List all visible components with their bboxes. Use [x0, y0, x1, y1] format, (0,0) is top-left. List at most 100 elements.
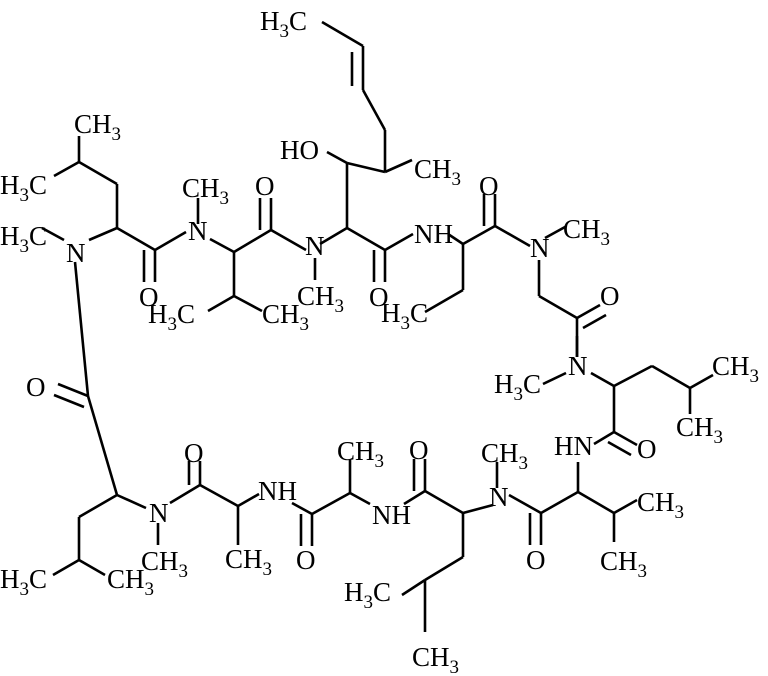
label-n-mebmt: N	[305, 231, 325, 261]
label-ch3-ala2: CH3	[337, 436, 384, 472]
svg-text:N: N	[530, 233, 550, 263]
label-h3c-abu: H3C	[381, 298, 428, 334]
label-nh-ala1: NH	[258, 476, 297, 506]
atom-ch: CH	[337, 436, 375, 466]
svg-text:CH3: CH3	[262, 299, 309, 335]
atom-ch: CH	[297, 281, 335, 311]
label-o-val: O	[526, 545, 546, 575]
label-ch3-val-a: CH3	[637, 487, 684, 523]
svg-text:NH: NH	[372, 500, 411, 530]
svg-text:O: O	[600, 281, 620, 311]
atom-sub: 3	[364, 592, 374, 613]
atom-h: H	[344, 577, 364, 607]
svg-text:O: O	[409, 435, 429, 465]
atom-sub: 3	[519, 453, 529, 474]
atom-c: C	[523, 369, 541, 399]
svg-text:H3C: H3C	[148, 299, 195, 335]
svg-text:CH3: CH3	[481, 438, 528, 474]
atom-sub: 3	[280, 21, 290, 42]
atom-sub: 3	[452, 169, 462, 190]
svg-text:O: O	[479, 171, 499, 201]
label-ch3-n-sar: CH3	[563, 214, 610, 250]
svg-text:H3C: H3C	[0, 564, 47, 600]
svg-text:CH3: CH3	[74, 109, 121, 145]
meleu-bottom-right-bonds	[401, 459, 499, 632]
label-ch3-mebmt: CH3	[414, 154, 461, 190]
svg-text:CH3: CH3	[637, 487, 684, 523]
label-ho: HO	[280, 135, 319, 165]
svg-text:H3C: H3C	[494, 369, 541, 405]
atom-c: C	[29, 564, 47, 594]
svg-text:CH3: CH3	[107, 564, 154, 600]
label-o-ala1: O	[184, 438, 204, 468]
svg-text:CH3: CH3	[676, 412, 723, 448]
atom-ch: CH	[412, 642, 450, 672]
label-o-meleu-bottom-left: O	[26, 372, 46, 402]
atom-sub: 3	[450, 657, 460, 676]
atom-c: C	[29, 221, 47, 251]
svg-text:CH3: CH3	[141, 546, 188, 582]
svg-text:N: N	[149, 498, 169, 528]
label-ch3-meleu-right-b: CH3	[676, 412, 723, 448]
label-n-meval: N	[188, 216, 208, 246]
atom-ch: CH	[141, 546, 179, 576]
atom-ch: CH	[637, 487, 675, 517]
atom-sub: 3	[675, 502, 685, 523]
label-h3c-meleu-top-left-b: H3C	[0, 170, 47, 206]
svg-text:CH3: CH3	[337, 436, 384, 472]
label-nh-abu: NH	[414, 219, 453, 249]
atom-sub: 3	[335, 296, 345, 317]
label-ch3-meleu-bottom-left: CH3	[107, 564, 154, 600]
meleu-bottom-left-bonds	[52, 261, 160, 577]
atom-sub: 3	[145, 579, 155, 600]
label-o-sar: O	[600, 281, 620, 311]
label-h3c-n-meleu-right: H3C	[494, 369, 541, 405]
atom-ch: CH	[107, 564, 145, 594]
atom-c: C	[29, 170, 47, 200]
atom-ch: CH	[74, 109, 112, 139]
label-ch3-meleu-right-a: CH3	[712, 351, 759, 387]
svg-text:O: O	[369, 282, 389, 312]
label-n-sar: N	[530, 233, 550, 263]
label-h3c-meleu-bottom-left: H3C	[0, 564, 47, 600]
svg-text:N: N	[188, 216, 208, 246]
svg-text:CH3: CH3	[414, 154, 461, 190]
label-n-meleu-top-left: N	[66, 238, 86, 268]
svg-text:O: O	[139, 282, 159, 312]
abu-bonds	[424, 194, 531, 314]
svg-text:O: O	[26, 372, 46, 402]
svg-text:CH3: CH3	[297, 281, 344, 317]
atom-sub: 3	[601, 229, 611, 250]
atom-sub: 3	[20, 579, 30, 600]
atom-ch: CH	[676, 412, 714, 442]
atom-h: H	[381, 298, 401, 328]
label-hn-val: HN	[554, 431, 593, 461]
atom-h: H	[0, 564, 20, 594]
atom-h: H	[148, 299, 168, 329]
svg-text:H3C: H3C	[0, 170, 47, 206]
label-ch3-n-meleu-bottom-left: CH3	[141, 546, 188, 582]
atom-c: C	[373, 577, 391, 607]
atom-sub: 3	[263, 559, 273, 580]
meleu-top-left-bonds	[41, 136, 187, 282]
atom-c: C	[289, 6, 307, 36]
atom-ch: CH	[414, 154, 452, 184]
atom-ch: CH	[600, 546, 638, 576]
label-n-meleu-bottom-right: N	[489, 482, 509, 512]
atom-h: H	[0, 170, 20, 200]
atom-h: H	[260, 6, 280, 36]
val-right-bonds	[508, 462, 638, 545]
atom-ch: CH	[563, 214, 601, 244]
butenyl-chain-bonds	[321, 20, 387, 172]
label-o-meleu-bottom-right: O	[409, 435, 429, 465]
ala2-bonds	[291, 460, 371, 546]
label-h3c-n-meleu-top-left: H3C	[0, 221, 47, 257]
atom-ch: CH	[225, 544, 263, 574]
atom-ch: CH	[481, 438, 519, 468]
label-ch3-meleu-top-left-a: CH3	[74, 109, 121, 145]
atom-c: C	[410, 298, 428, 328]
label-ch3-val-b: CH3	[600, 546, 647, 582]
atom-sub: 3	[20, 185, 30, 206]
label-n-meleu-right: N	[568, 351, 588, 381]
